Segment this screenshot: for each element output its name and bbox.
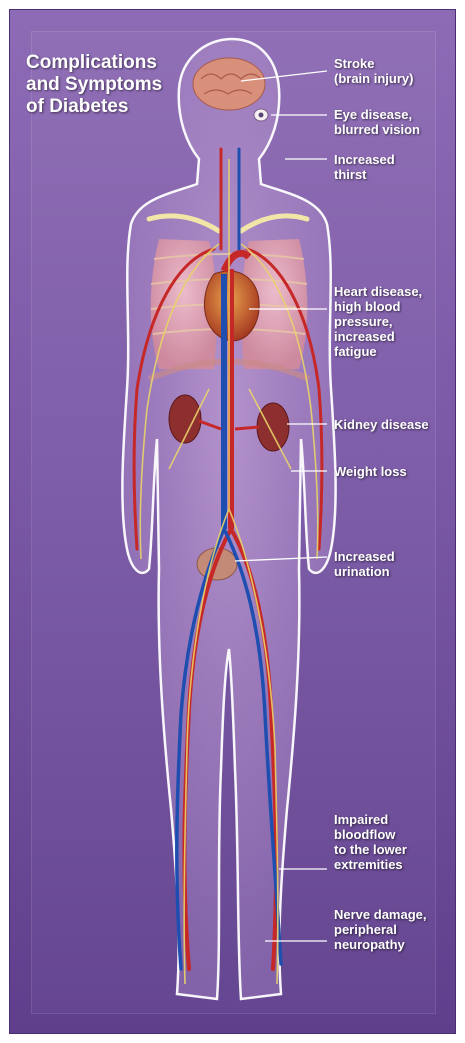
label-impaired-bloodflow: Impaired bloodflow to the lower extremit… [334, 812, 456, 872]
right-kidney [257, 403, 289, 451]
label-line: to the lower [334, 842, 456, 857]
title-line: Complications [26, 52, 206, 74]
label-line: peripheral [334, 922, 456, 937]
label-line: Heart disease, [334, 284, 456, 299]
label-line: fatigue [334, 344, 456, 359]
label-line: Weight loss [334, 464, 456, 479]
label-line: thirst [334, 167, 456, 182]
label-eye-disease: Eye disease, blurred vision [334, 107, 456, 137]
diagram-title: Complications and Symptoms of Diabetes [26, 52, 206, 118]
label-line: high blood [334, 299, 456, 314]
label-line: bloodflow [334, 827, 456, 842]
label-heart-disease: Heart disease, high blood pressure, incr… [334, 284, 456, 359]
label-line: Stroke [334, 56, 456, 71]
label-weight-loss: Weight loss [334, 464, 456, 479]
label-line: neuropathy [334, 937, 456, 952]
label-line: Eye disease, [334, 107, 456, 122]
label-line: Increased [334, 549, 456, 564]
label-line: Increased [334, 152, 456, 167]
label-line: urination [334, 564, 456, 579]
label-increased-thirst: Increased thirst [334, 152, 456, 182]
label-line: pressure, [334, 314, 456, 329]
label-stroke: Stroke (brain injury) [334, 56, 456, 86]
label-increased-urination: Increased urination [334, 549, 456, 579]
label-line: blurred vision [334, 122, 456, 137]
illustration-frame: Complications and Symptoms of Diabetes S… [9, 9, 456, 1034]
label-line: (brain injury) [334, 71, 456, 86]
label-line: extremities [334, 857, 456, 872]
title-line: and Symptoms [26, 74, 206, 96]
label-line: increased [334, 329, 456, 344]
label-line: Kidney disease [334, 417, 456, 432]
title-line: of Diabetes [26, 96, 206, 118]
label-nerve-damage: Nerve damage, peripheral neuropathy [334, 907, 456, 952]
label-line: Nerve damage, [334, 907, 456, 922]
label-kidney-disease: Kidney disease [334, 417, 456, 432]
label-line: Impaired [334, 812, 456, 827]
